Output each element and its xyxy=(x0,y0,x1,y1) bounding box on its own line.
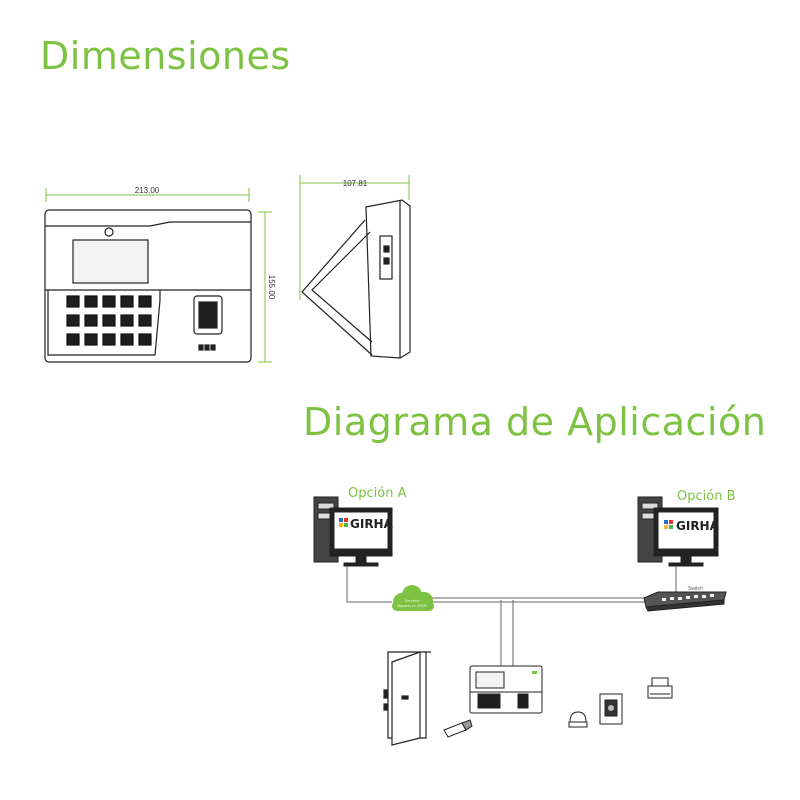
dimensions-title: Dimensiones xyxy=(40,34,291,78)
terminal-device-icon xyxy=(469,665,543,714)
device-screen xyxy=(72,239,149,284)
width-value: 213.00 xyxy=(135,186,160,195)
computer-a xyxy=(313,496,393,567)
application-diagram-title: Diagrama de Aplicación xyxy=(303,400,767,444)
cloud-label: Servidor xyxy=(405,598,421,603)
switch-label: Switch xyxy=(688,586,703,592)
bell-icon xyxy=(568,711,588,728)
height-value: 155.00 xyxy=(267,275,276,300)
device-front-view xyxy=(44,188,272,363)
girha-logo-b: GIRHA xyxy=(664,519,720,533)
device-body xyxy=(44,209,252,363)
cloud-sublabel: Basado en WEB xyxy=(397,603,427,608)
network-switch xyxy=(643,591,727,612)
brand-label-a: GIRHA xyxy=(350,517,394,531)
option-a-label: Opción A xyxy=(348,486,407,501)
printer-icon xyxy=(647,677,673,699)
usb-drive-icon xyxy=(443,719,473,738)
depth-dimension-line xyxy=(299,175,410,300)
option-b-label: Opción B xyxy=(677,489,736,504)
fingerprint-sensor xyxy=(193,295,223,335)
brand-label-b: GIRHA xyxy=(676,519,720,533)
door-icon xyxy=(383,651,431,746)
girha-logo-a: GIRHA xyxy=(339,517,394,531)
device-side-view xyxy=(299,175,411,359)
width-dimension-line xyxy=(45,188,250,202)
exit-button-icon xyxy=(599,693,623,725)
network-connections xyxy=(346,566,677,666)
cloud-server-icon xyxy=(392,585,434,611)
computer-b xyxy=(637,496,719,567)
depth-value: 107.81 xyxy=(343,179,368,188)
keypad xyxy=(66,295,152,346)
height-dimension-line xyxy=(258,211,272,363)
camera-icon xyxy=(104,227,114,237)
device-side-body xyxy=(365,199,411,359)
